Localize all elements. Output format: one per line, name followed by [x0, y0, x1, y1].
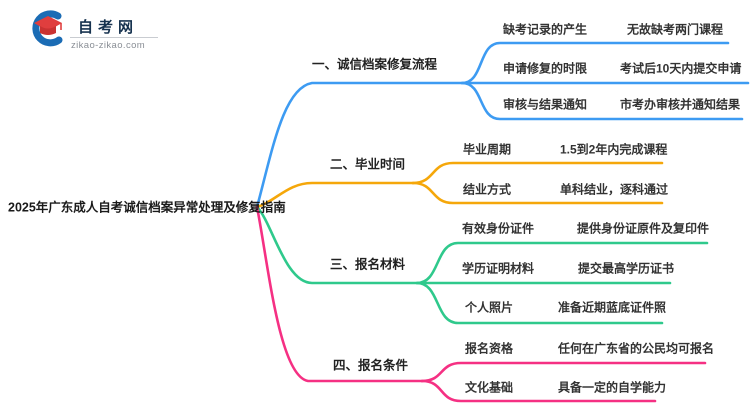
branch3-child1-label: 有效身份证件 — [462, 221, 535, 236]
branch2-child2-value: 单科结业，逐科通过 — [560, 182, 669, 197]
branch3-label: 三、报名材料 — [330, 257, 406, 272]
branch2-child2-label: 结业方式 — [463, 182, 512, 197]
branch4-child1-label: 报名资格 — [465, 341, 514, 356]
branch1-child1-value: 无故缺考两门课程 — [627, 22, 724, 37]
site-name: 自考网 — [78, 19, 139, 36]
branch3-child3-label: 个人照片 — [465, 300, 514, 315]
branch2-child1-value: 1.5到2年内完成课程 — [560, 142, 668, 157]
branch1-up-line — [460, 41, 730, 85]
branch3-child2-value: 提交最高学历证书 — [578, 261, 675, 276]
branch1-child2-label: 申请修复的时限 — [503, 61, 588, 76]
logo-divider — [70, 37, 158, 38]
branch3-child2-label: 学历证明材料 — [462, 261, 535, 276]
branch3-child1-value: 提供身份证原件及复印件 — [577, 221, 710, 236]
branch1-trunk-line — [255, 81, 750, 209]
branch4-down-line — [420, 379, 657, 403]
site-logo[interactable]: 自考网 zikao-zikao.com — [28, 10, 158, 52]
branch1-child1-label: 缺考记录的产生 — [503, 22, 588, 37]
branch2-label: 二、毕业时间 — [330, 157, 406, 172]
branch4-child1-value: 任何在广东省的公民均可报名 — [558, 341, 715, 356]
branch3-trunk-line — [255, 205, 672, 285]
branch1-child2-value: 考试后10天内提交申请 — [620, 61, 742, 76]
branch4-child2-value: 具备一定的自学能力 — [558, 380, 667, 395]
branch4-label: 四、报名条件 — [333, 358, 409, 373]
branch3-child3-value: 准备近期蓝底证件照 — [558, 300, 667, 315]
branch2-child1-label: 毕业周期 — [463, 142, 512, 157]
branch4-trunk-line — [255, 205, 424, 383]
branch1-child3-label: 审核与结果通知 — [503, 97, 588, 112]
site-url: zikao-zikao.com — [71, 40, 146, 51]
center-topic: 2025年广东成人自考诚信档案异常处理及修复指南 — [8, 200, 286, 215]
graduation-cap-icon — [32, 10, 63, 47]
branch1-down-line — [460, 81, 744, 121]
branch1-child3-value: 市考办审核并通知结果 — [620, 97, 741, 112]
branch3-up-line — [415, 241, 709, 285]
branch2-up-line — [411, 161, 664, 185]
branch2-trunk-line — [255, 181, 415, 209]
branch3-down-line — [415, 281, 664, 325]
branch2-down-line — [411, 181, 664, 205]
branch4-child2-label: 文化基础 — [465, 380, 514, 395]
branch1-label: 一、诚信档案修复流程 — [312, 57, 438, 72]
